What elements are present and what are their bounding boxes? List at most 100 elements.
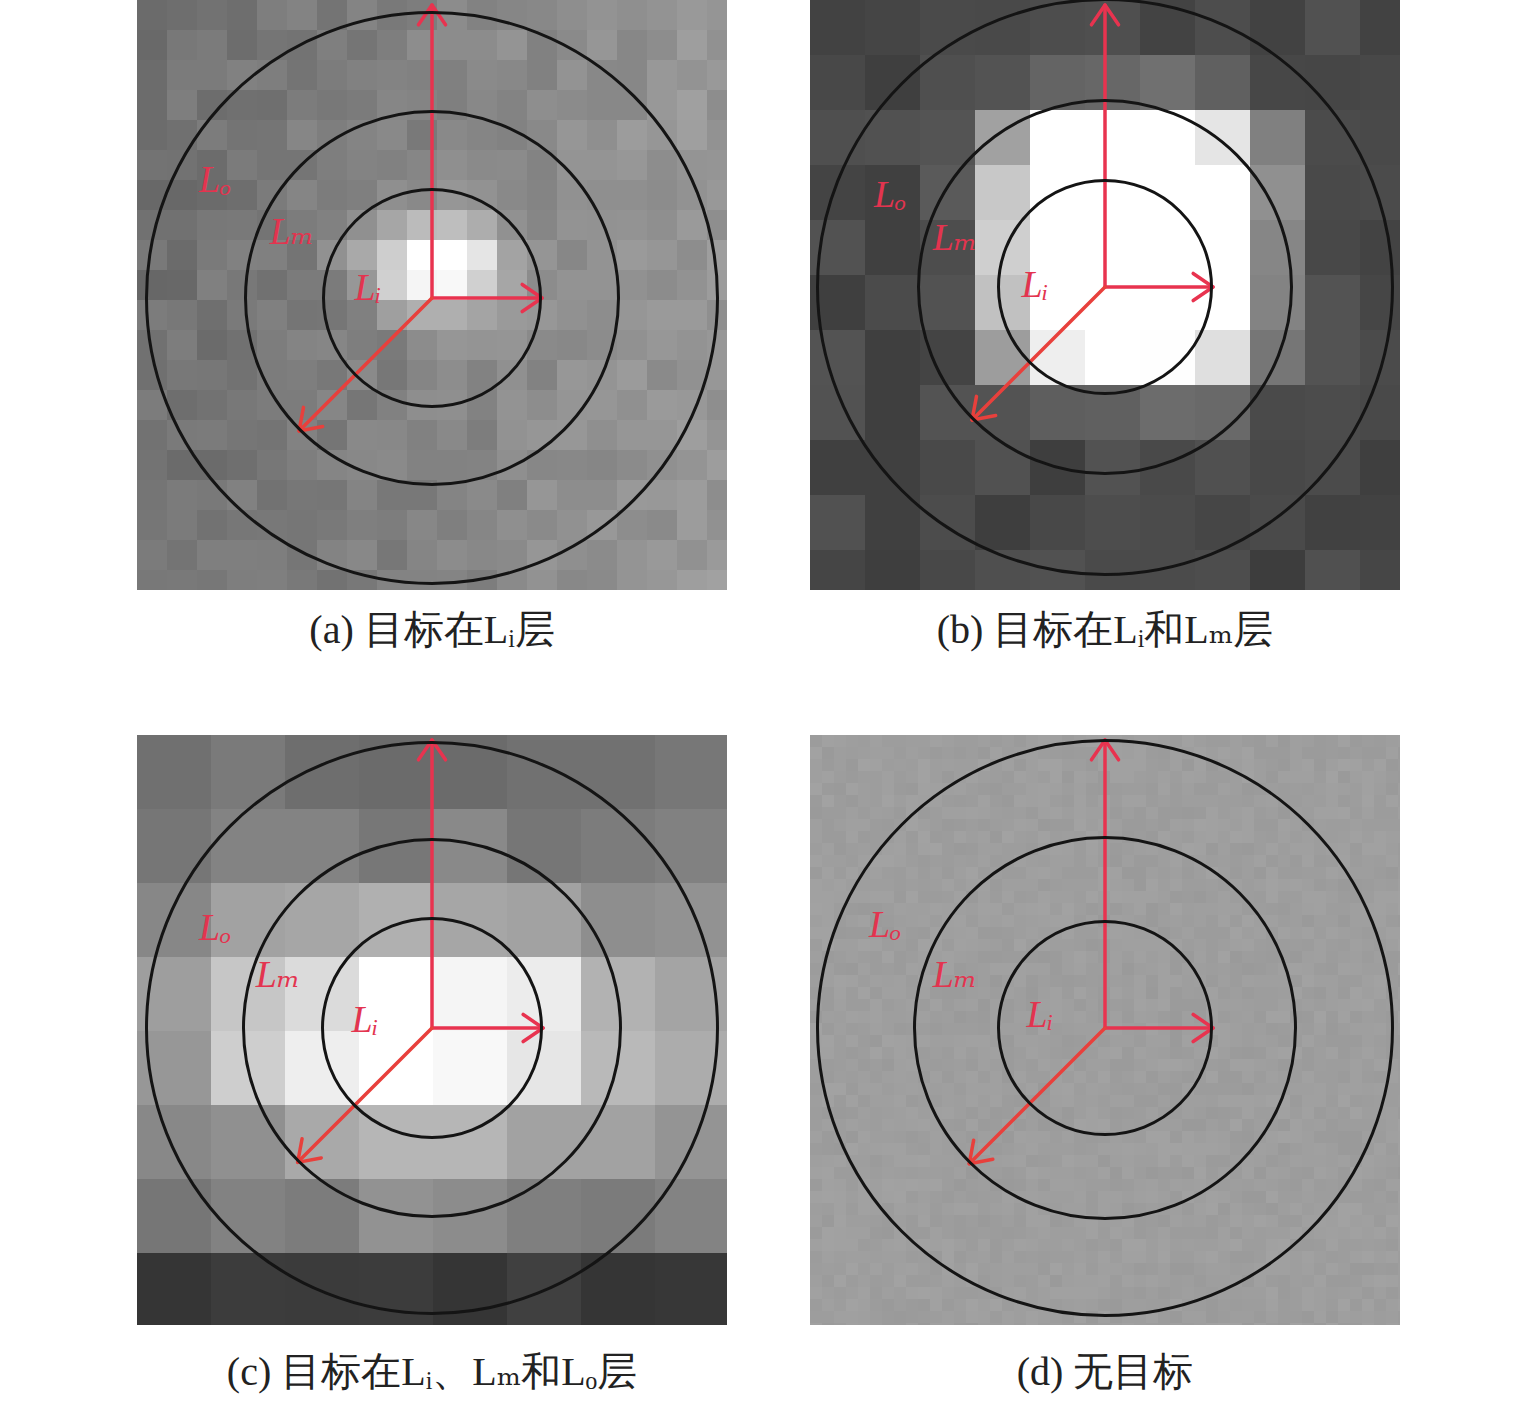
pixel	[1110, 843, 1122, 855]
pixel	[211, 735, 285, 809]
pixel	[1085, 550, 1140, 590]
pixel	[377, 570, 407, 590]
pixel	[197, 330, 227, 360]
pixel	[1086, 963, 1098, 975]
pixel	[846, 987, 858, 999]
pixel	[587, 540, 617, 570]
layer-circle: LᵢLₘ	[244, 110, 620, 486]
pixel	[1002, 891, 1014, 903]
pixel	[557, 570, 587, 590]
pixel	[287, 120, 317, 150]
pixel	[1085, 165, 1140, 220]
pixel	[1195, 275, 1250, 330]
pixel	[1386, 867, 1398, 879]
pixel	[1074, 927, 1086, 939]
pixel	[990, 747, 1002, 759]
pixel	[906, 759, 918, 771]
pixel	[978, 939, 990, 951]
pixel	[1326, 999, 1338, 1011]
pixel	[1314, 915, 1326, 927]
axis-arrow	[972, 396, 996, 420]
pixel	[978, 771, 990, 783]
pixel	[990, 1035, 1002, 1047]
pixel	[920, 0, 975, 55]
pixel	[677, 0, 707, 30]
pixel	[1002, 759, 1014, 771]
pixel	[1026, 1035, 1038, 1047]
pixel	[1362, 807, 1374, 819]
pixel	[1062, 795, 1074, 807]
pixel	[834, 1059, 846, 1071]
pixel	[227, 390, 257, 420]
pixel	[990, 939, 1002, 951]
pixel	[557, 540, 587, 570]
pixel	[287, 360, 317, 390]
pixel	[966, 819, 978, 831]
pixel	[287, 450, 317, 480]
pixel	[918, 1059, 930, 1071]
pixel	[1350, 939, 1362, 951]
pixel	[870, 987, 882, 999]
pixel	[1362, 771, 1374, 783]
pixel	[433, 883, 507, 957]
pixel	[1182, 1011, 1194, 1023]
layer-label: Lₒ	[874, 174, 906, 216]
image-panel: LᵢLₘLₒ(b) 目标在Lᵢ和Lₘ层	[810, 0, 1400, 590]
pixel	[1218, 987, 1230, 999]
pixel	[1158, 819, 1170, 831]
pixel	[227, 270, 257, 300]
pixel	[1266, 759, 1278, 771]
pixel	[834, 819, 846, 831]
pixel	[822, 735, 834, 747]
pixel	[647, 150, 677, 180]
pixel	[822, 855, 834, 867]
pixel	[1026, 939, 1038, 951]
pixel	[407, 540, 437, 570]
pixel	[227, 450, 257, 480]
pixel	[1182, 867, 1194, 879]
pixel	[1050, 759, 1062, 771]
pixel	[707, 120, 727, 150]
pixel	[906, 1047, 918, 1059]
pixel	[167, 450, 197, 480]
pixel	[1158, 759, 1170, 771]
pixel	[1146, 771, 1158, 783]
pixel	[1062, 819, 1074, 831]
pixel	[1278, 1047, 1290, 1059]
pixel	[920, 385, 975, 440]
pixel	[1250, 385, 1305, 440]
pixel	[930, 795, 942, 807]
pixel	[1038, 939, 1050, 951]
pixel	[1278, 783, 1290, 795]
pixel	[137, 1253, 211, 1325]
pixel	[1314, 855, 1326, 867]
pixel	[197, 390, 227, 420]
pixel	[1206, 771, 1218, 783]
pixel	[257, 330, 287, 360]
pixel	[1278, 879, 1290, 891]
pixel	[437, 270, 467, 300]
pixel	[1218, 867, 1230, 879]
pixel	[865, 330, 920, 385]
grayscale-image	[137, 735, 727, 1325]
pixel	[1230, 939, 1242, 951]
pixel	[377, 180, 407, 210]
pixel	[1242, 903, 1254, 915]
pixel	[1218, 855, 1230, 867]
pixel	[1158, 963, 1170, 975]
pixel	[1290, 951, 1302, 963]
panel-caption: (c) 目标在Lᵢ、Lₘ和Lₒ层	[227, 1350, 637, 1394]
pixel	[1350, 843, 1362, 855]
pixel	[285, 883, 359, 957]
pixel	[834, 1035, 846, 1047]
pixel	[1374, 999, 1386, 1011]
pixel	[1250, 495, 1305, 550]
pixel	[137, 210, 167, 240]
pixel	[1110, 963, 1122, 975]
pixel	[317, 240, 347, 270]
pixel	[822, 999, 834, 1011]
pixel	[1170, 867, 1182, 879]
pixel	[1194, 807, 1206, 819]
pixel	[858, 903, 870, 915]
pixel	[1338, 915, 1350, 927]
